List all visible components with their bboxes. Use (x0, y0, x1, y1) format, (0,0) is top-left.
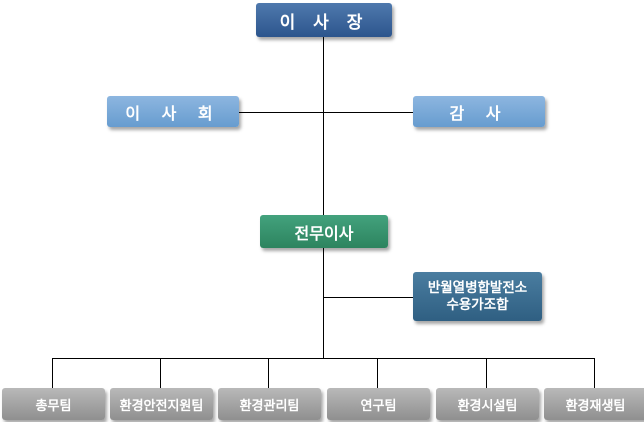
team-label: 환경시설팀 (457, 398, 518, 414)
team-box-env-management: 환경관리팀 (218, 388, 321, 420)
executive-director-box: 전무이사 (260, 215, 388, 248)
team-label: 환경재생팀 (565, 398, 626, 414)
chairman-label: 이 사 장 (279, 12, 369, 33)
team-box-env-recycling: 환경재생팀 (544, 388, 644, 420)
board-label: 이 사 회 (125, 103, 221, 123)
board-of-directors-box: 이 사 회 (107, 96, 239, 127)
union-label-line1: 반월열병합발전소 (427, 279, 528, 296)
team-box-env-safety-support: 환경안전지원팀 (110, 388, 213, 420)
team-box-env-facilities: 환경시설팀 (436, 388, 539, 420)
executive-director-label: 전무이사 (294, 223, 354, 243)
auditor-box: 감 사 (413, 96, 545, 127)
team-label: 연구팀 (360, 398, 397, 414)
team-label: 총무팀 (35, 398, 72, 414)
team-box-research: 연구팀 (327, 388, 430, 420)
team-label: 환경관리팀 (239, 398, 300, 414)
team-box-general-affairs: 총무팀 (2, 388, 105, 420)
auditor-label: 감 사 (449, 103, 509, 123)
union-box: 반월열병합발전소 수용가조합 (413, 272, 542, 321)
union-label-line2: 수용가조합 (446, 296, 509, 313)
team-label: 환경안전지원팀 (119, 398, 204, 414)
chairman-box: 이 사 장 (256, 3, 392, 37)
